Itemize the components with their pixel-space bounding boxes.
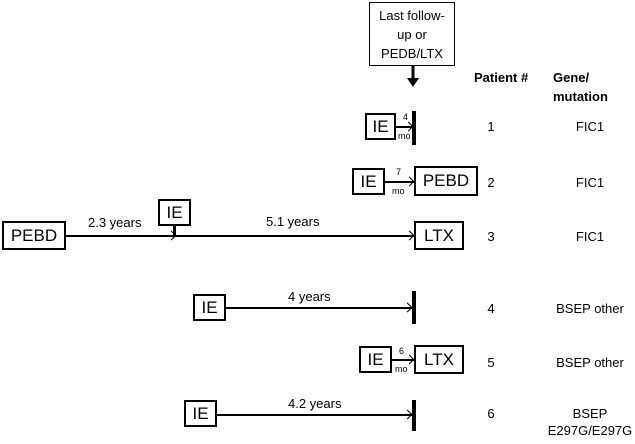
gene-header-line-1: Gene/	[553, 70, 590, 85]
endpoint-bar	[412, 111, 416, 145]
patient-number: 4	[487, 301, 495, 316]
ie-label: IE	[372, 116, 389, 136]
gene-label: FIC1	[575, 175, 605, 190]
pebd-label: PEBD	[422, 171, 470, 190]
interval-line	[226, 307, 412, 309]
interval-label: 5.1 years	[266, 214, 320, 229]
ie-box: IE	[184, 400, 217, 427]
ie-box: IE	[359, 346, 392, 373]
gene-label: BSEP other	[556, 301, 624, 316]
pebd-box: PEBD	[414, 166, 478, 196]
gene-label: BSEP E297G/E297G	[545, 405, 635, 439]
pebd-box: PEBD	[2, 221, 66, 250]
ltx-label: LTX	[424, 349, 454, 369]
ie-box: IE	[352, 168, 385, 195]
ie-box: IE	[193, 294, 226, 321]
interval-line	[217, 414, 412, 416]
ie-label: IE	[360, 171, 377, 191]
gene-label: BSEP other	[556, 355, 624, 370]
ie-label: IE	[166, 202, 183, 222]
endpoint-legend-box: Last follow- up or PEDB/LTX	[369, 2, 455, 66]
gene-line-1: BSEP	[572, 406, 608, 421]
patient-number: 2	[487, 175, 495, 190]
ie-label: IE	[192, 403, 209, 423]
gene-header-line-2: mutation	[553, 89, 608, 104]
interval-line	[396, 126, 412, 128]
interval-unit: mo	[392, 186, 405, 196]
ie-label: IE	[367, 349, 384, 369]
interval-line	[66, 235, 414, 237]
gene-label: FIC1	[575, 119, 605, 134]
interval-unit: mo	[395, 364, 408, 374]
patient-column-header: Patient #	[474, 70, 529, 85]
interval-value: 7	[396, 167, 402, 177]
interval-line	[385, 181, 414, 183]
interval-value: 6	[399, 346, 405, 356]
ie-box: IE	[158, 199, 191, 226]
ie-box: IE	[365, 113, 396, 140]
endpoint-line-2: up or	[397, 26, 427, 42]
pebd-label: PEBD	[10, 225, 58, 245]
interval-label: 4.2 years	[288, 396, 342, 411]
interval-line	[392, 359, 414, 361]
interval-label: 2.3 years	[88, 215, 142, 230]
patient-number: 6	[487, 406, 495, 421]
patient-number: 5	[487, 355, 495, 370]
ltx-label: LTX	[424, 225, 454, 245]
interval-value: 4	[403, 112, 409, 122]
endpoint-bar	[412, 400, 416, 431]
endpoint-line-3: PEDB/LTX	[381, 45, 443, 61]
interval-unit: mo	[398, 131, 411, 141]
gene-column-header: Gene/ mutation	[553, 68, 608, 106]
ltx-box: LTX	[414, 221, 464, 250]
gene-label: FIC1	[575, 229, 605, 244]
ie-tick	[173, 226, 176, 237]
endpoint-bar	[412, 291, 416, 324]
patient-number: 3	[487, 229, 495, 244]
patient-number: 1	[487, 119, 495, 134]
gene-line-2: E297G/E297G	[547, 423, 633, 438]
endpoint-line-1: Last follow-	[379, 7, 445, 23]
ltx-box: LTX	[414, 345, 464, 374]
ie-label: IE	[201, 297, 218, 317]
interval-label: 4 years	[288, 289, 331, 304]
